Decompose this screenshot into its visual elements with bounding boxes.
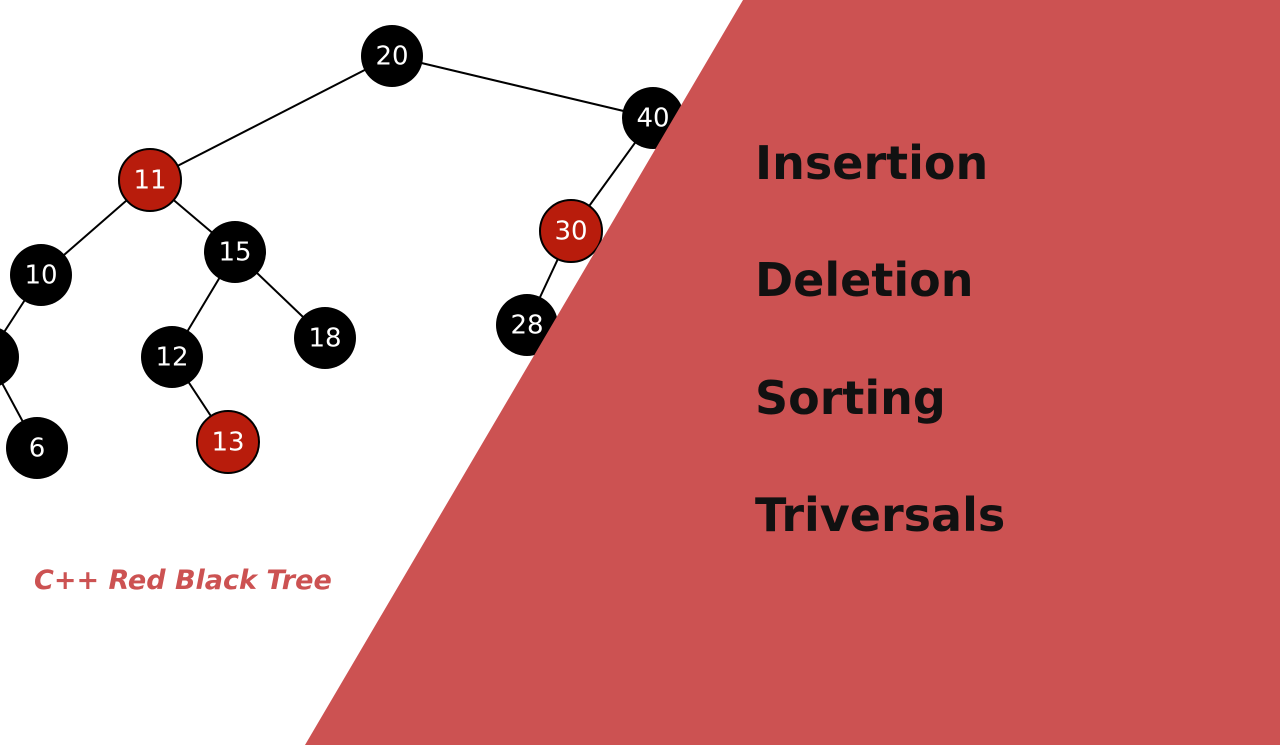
- tree-node-circle: [141, 326, 203, 388]
- tree-edge: [391, 55, 654, 119]
- tree-node-circle: [294, 307, 356, 369]
- tree-node-13: 13: [196, 410, 260, 474]
- tree-node-circle: [204, 221, 266, 283]
- topic-triversals: Triversals: [755, 488, 1006, 542]
- tree-edge: [149, 55, 393, 181]
- topic-deletion: Deletion: [755, 253, 974, 307]
- tree-node-label: 10: [24, 261, 57, 291]
- tree-node-label: 18: [308, 324, 341, 354]
- tree-node-offscreen: [0, 328, 19, 386]
- tree-node-circle: [539, 199, 603, 263]
- tree-node-6: 6: [6, 417, 68, 479]
- tree-node-label: 6: [29, 434, 46, 464]
- tree-node-circle: [361, 25, 423, 87]
- tree-node-circle: [6, 417, 68, 479]
- tree-nodes: 20 40 11 10 15 12 18 13 6 30 28: [0, 25, 684, 479]
- tree-node-15: 15: [204, 221, 266, 283]
- caption: C++ Red Black Tree: [34, 565, 332, 596]
- tree-node-label: 28: [510, 311, 543, 341]
- tree-node-label: 30: [554, 217, 587, 247]
- tree-node-20: 20: [361, 25, 423, 87]
- tree-node-label: 20: [375, 42, 408, 72]
- tree-node-circle: [10, 244, 72, 306]
- tree-node-10: 10: [10, 244, 72, 306]
- tree-node-label: 15: [218, 238, 251, 268]
- tree-node-label: 12: [155, 343, 188, 373]
- tree-node-circle: [196, 410, 260, 474]
- tree-node-28: 28: [496, 294, 558, 356]
- tree-node-circle: [118, 148, 182, 212]
- tree-node-30: 30: [539, 199, 603, 263]
- tree-node-18: 18: [294, 307, 356, 369]
- tree-node-12: 12: [141, 326, 203, 388]
- tree-node-label: 40: [636, 104, 669, 134]
- topic-sorting: Sorting: [755, 371, 946, 425]
- red-panel: [305, 0, 1280, 745]
- tree-node-label: 13: [211, 428, 244, 458]
- tree-node-11: 11: [118, 148, 182, 212]
- topic-insertion: Insertion: [755, 136, 989, 190]
- tree-node-label: 11: [133, 166, 166, 196]
- tree-node-circle: [496, 294, 558, 356]
